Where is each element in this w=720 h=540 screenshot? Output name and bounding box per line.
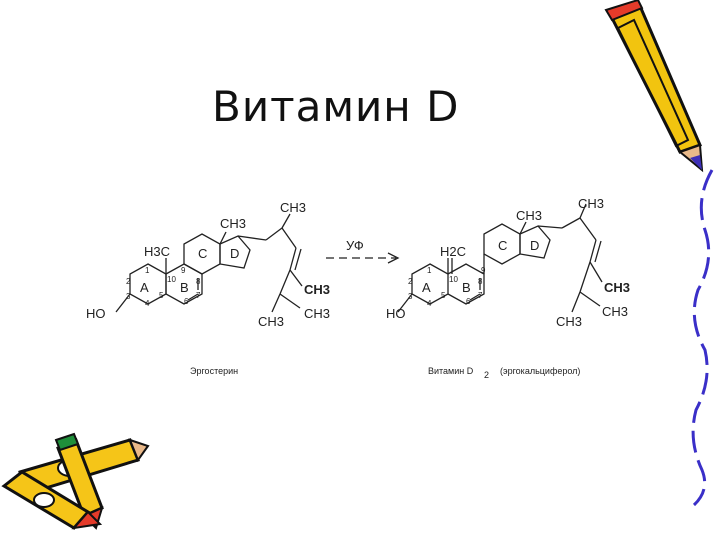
left-num: 7	[196, 291, 201, 300]
right-ring-c-label: C	[498, 238, 507, 253]
slide-title: Витамин D	[212, 82, 460, 131]
right-caption-sub: 2	[484, 370, 489, 380]
left-num: 2	[126, 277, 131, 286]
right-caption: Витамин D	[428, 366, 474, 376]
right-num: 5	[441, 291, 446, 300]
right-num: 6	[466, 297, 471, 306]
left-num: 3	[126, 292, 131, 301]
left-num: 9	[181, 266, 186, 275]
left-ch3-side-label: CH3	[280, 200, 306, 215]
right-num: 1	[427, 266, 432, 275]
left-ch3-top-label: CH3	[220, 216, 246, 231]
right-ring-b	[447, 263, 485, 305]
right-ho-label: HO	[386, 306, 406, 321]
right-num: 9	[481, 266, 486, 275]
left-ch3-bold-label: CH3	[304, 282, 330, 297]
right-ring-b-label: B	[462, 280, 471, 295]
right-ring-d-label: D	[530, 238, 539, 253]
right-ch3-side-label: CH3	[578, 196, 604, 211]
left-num: 1	[145, 266, 150, 275]
right-num: 10	[449, 275, 458, 284]
right-num: 7	[478, 291, 483, 300]
left-ring-c-label: C	[198, 246, 207, 261]
left-num: 4	[145, 299, 150, 308]
right-ch3-bold-label: CH3	[604, 280, 630, 295]
left-num: 10	[167, 275, 176, 284]
left-ring-d-label: D	[230, 246, 239, 261]
arrow-label: УФ	[346, 238, 364, 253]
left-num: 5	[159, 291, 164, 300]
left-ring-b-label: B	[180, 280, 189, 295]
left-num: 6	[184, 297, 189, 306]
pencil-icon	[604, 0, 704, 173]
left-ch3-bottom2-label: CH3	[304, 306, 330, 321]
left-ring-d	[219, 235, 251, 269]
right-caption-paren: (эргокальциферол)	[500, 366, 580, 376]
right-num: 2	[408, 277, 413, 286]
crayon-icon	[1, 470, 103, 530]
left-ring-a-label: A	[140, 280, 149, 295]
right-num: 4	[427, 299, 432, 308]
right-num: 8	[478, 277, 483, 286]
right-num: 3	[408, 292, 413, 301]
squiggle-border	[691, 169, 714, 507]
right-ch3-bottom-label: CH3	[556, 314, 582, 329]
left-num: 8	[196, 277, 201, 286]
left-ch3-bottom-label: CH3	[258, 314, 284, 329]
left-ho-label: HO	[86, 306, 106, 321]
left-caption: Эргостерин	[190, 366, 238, 376]
left-h3c-label: H3C	[144, 244, 170, 259]
right-ring-d	[519, 225, 551, 259]
right-ring-a-label: A	[422, 280, 431, 295]
right-h2c-label: H2C	[440, 244, 466, 259]
right-ch3-top-label: CH3	[516, 208, 542, 223]
right-ch3-bottom2-label: CH3	[602, 304, 628, 319]
